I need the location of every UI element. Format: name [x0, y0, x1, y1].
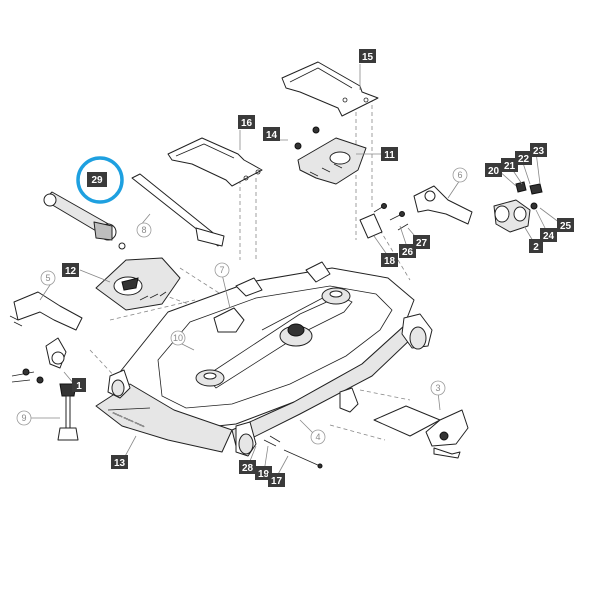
part-tag-2: 2: [529, 239, 543, 253]
part-2-idler-assembly: [493, 181, 543, 233]
svg-text:21: 21: [504, 161, 516, 172]
callout-7: 7: [214, 262, 230, 278]
callout-9: 9: [16, 410, 32, 426]
svg-text:11: 11: [384, 150, 395, 161]
part-tag-28: 28: [239, 460, 256, 474]
svg-text:22: 22: [518, 154, 530, 165]
svg-text:8: 8: [141, 225, 146, 235]
part-tag-17: 17: [268, 473, 285, 487]
part-11-belt-guard: [294, 126, 367, 185]
svg-text:3: 3: [435, 383, 440, 393]
svg-text:24: 24: [543, 231, 555, 242]
part-29-drive-shaft: [43, 191, 126, 250]
part-17-rod: [263, 435, 323, 469]
svg-text:16: 16: [241, 118, 253, 129]
part-tag-22: 22: [515, 151, 532, 165]
part-tag-20: 20: [485, 163, 502, 177]
svg-text:18: 18: [384, 256, 396, 267]
svg-text:19: 19: [258, 469, 270, 480]
part-tag-13: 13: [111, 455, 128, 469]
callout-10: 10: [170, 330, 186, 346]
svg-text:14: 14: [266, 130, 278, 141]
svg-text:10: 10: [173, 333, 183, 343]
callout-6: 6: [452, 167, 468, 183]
svg-text:5: 5: [45, 273, 50, 283]
svg-text:4: 4: [315, 432, 320, 442]
part-3-front-hitch: [373, 405, 469, 459]
svg-text:15: 15: [362, 52, 374, 63]
part-12-spindle-cover: [95, 257, 181, 311]
svg-text:23: 23: [533, 146, 545, 157]
svg-text:25: 25: [560, 221, 572, 232]
callout-8: 8: [136, 222, 152, 238]
part-16-plate: [167, 137, 263, 187]
callout-5: 5: [40, 270, 56, 286]
svg-text:9: 9: [21, 413, 26, 423]
part-tag-12: 12: [62, 263, 79, 277]
part-tag-24: 24: [540, 228, 557, 242]
part-18-bracket: [359, 203, 409, 239]
part-tag-11: 11: [381, 147, 398, 161]
svg-text:17: 17: [271, 476, 283, 487]
part-9-knob: [57, 383, 79, 441]
part-1-height-adjust: [11, 337, 67, 384]
svg-text:29: 29: [91, 175, 103, 186]
part-15-cover-plate: [281, 61, 379, 117]
svg-text:2: 2: [533, 242, 539, 253]
part-tag-26: 26: [399, 244, 416, 258]
svg-text:7: 7: [219, 265, 224, 275]
part-tag-14: 14: [263, 127, 280, 141]
svg-text:1: 1: [76, 381, 82, 392]
svg-text:6: 6: [457, 170, 462, 180]
part-tag-16: 16: [238, 115, 255, 129]
svg-text:12: 12: [65, 266, 77, 277]
part-tag-27: 27: [413, 235, 430, 249]
part-tag-21: 21: [501, 158, 518, 172]
part-tag-18: 18: [381, 253, 398, 267]
part-8-rod: [131, 173, 225, 247]
svg-text:20: 20: [488, 166, 500, 177]
svg-text:26: 26: [402, 247, 414, 258]
part-tag-29-highlighted: 29: [76, 156, 124, 204]
svg-text:28: 28: [242, 463, 254, 474]
svg-text:13: 13: [114, 458, 126, 469]
part-tag-23: 23: [530, 143, 547, 157]
part-tag-25: 25: [557, 218, 574, 232]
part-6-bracket: [413, 185, 473, 225]
part-tag-15: 15: [359, 49, 376, 63]
callout-4: 4: [310, 429, 326, 445]
callout-3: 3: [430, 380, 446, 396]
part-tag-19: 19: [255, 466, 272, 480]
part-tag-1: 1: [72, 378, 86, 392]
part-5-bracket: [9, 291, 83, 331]
mower-deck-body: ═══ ═══ ═══: [95, 261, 433, 457]
svg-text:27: 27: [416, 238, 428, 249]
